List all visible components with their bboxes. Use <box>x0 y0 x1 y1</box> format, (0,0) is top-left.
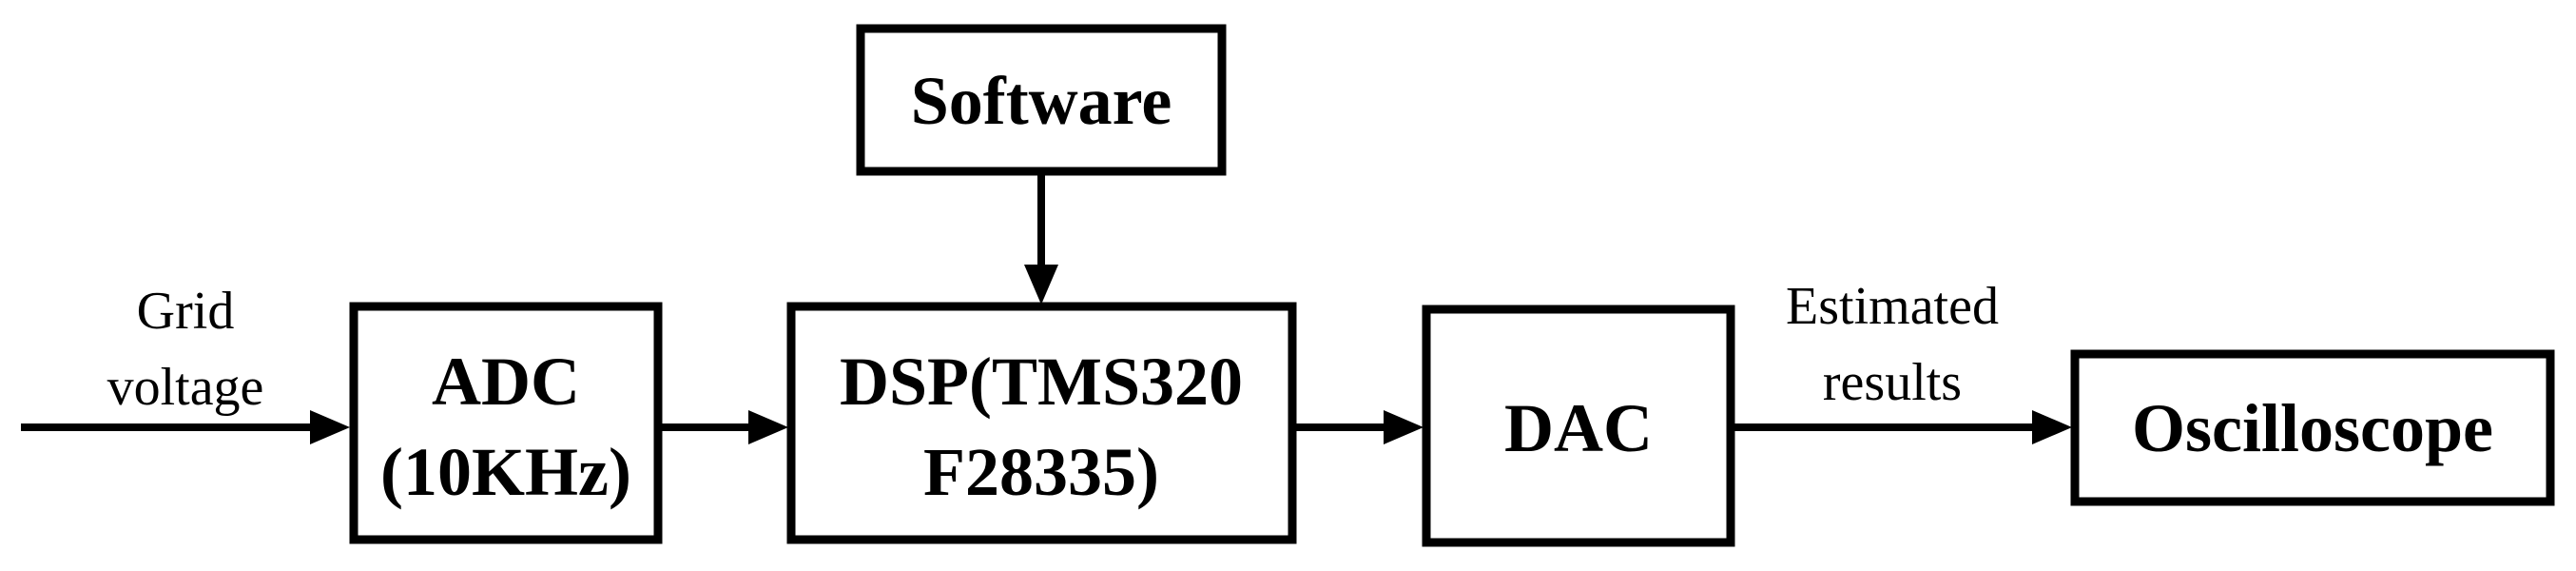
oscilloscope-label: Oscilloscope <box>2132 390 2493 466</box>
adc-box <box>349 302 663 544</box>
oscilloscope-block: Oscilloscope <box>2070 349 2555 506</box>
input-signal-label-line1: Grid <box>137 282 235 341</box>
output-signal-label-line2: results <box>1823 353 1962 412</box>
output-signal-label-line1: Estimated <box>1786 277 1999 336</box>
dsp-label-line1: DSP(TMS320 <box>840 344 1243 420</box>
dsp-box <box>786 302 1297 544</box>
dac-block: DAC <box>1422 305 1735 547</box>
arrow-dac-to-oscilloscope <box>1731 410 2072 444</box>
software-label: Software <box>911 63 1172 139</box>
dac-label: DAC <box>1504 390 1653 466</box>
arrow-dsp-to-dac <box>1292 410 1424 444</box>
adc-label-line2: (10KHz) <box>380 434 631 510</box>
adc-block: ADC (10KHz) <box>349 302 663 544</box>
arrow-software-to-dsp <box>1024 171 1058 305</box>
adc-label-line1: ADC <box>432 344 580 420</box>
software-block: Software <box>856 24 1227 176</box>
dsp-label-line2: F28335) <box>923 434 1159 510</box>
oscilloscope-box <box>2070 349 2555 506</box>
arrow-adc-to-dsp <box>658 410 788 444</box>
dsp-block: DSP(TMS320 F28335) <box>786 302 1297 544</box>
arrow-input-to-adc <box>21 410 350 444</box>
input-signal-label-line2: voltage <box>107 358 264 417</box>
